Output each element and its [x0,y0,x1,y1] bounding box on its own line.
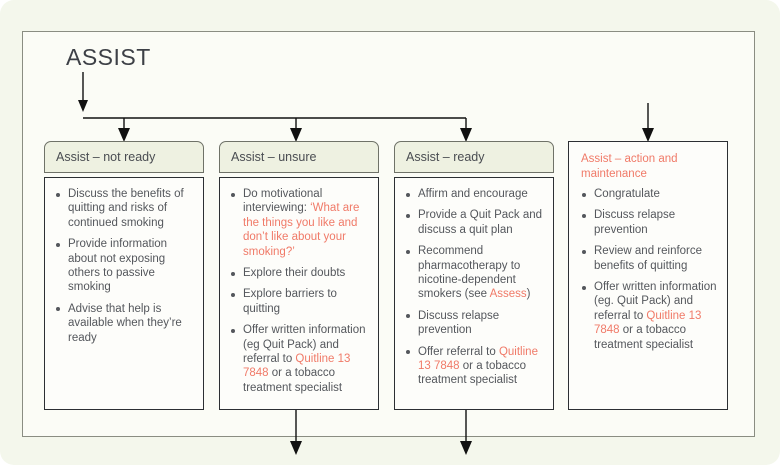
list-item: Recommend pharmacotherapy to nicotine-de… [399,244,543,302]
list-item: Advise that help is available when they’… [49,302,193,345]
column-body-not-ready: Discuss the benefits of quitting and ris… [44,177,204,410]
column-header-ready: Assist – ready [394,141,554,173]
quitline-reference: Quitline 13 7848 [243,353,351,380]
list-item: Provide information about not exposing o… [49,237,193,295]
assess-reference: Assess [489,288,527,301]
column-ready[interactable]: Assist – ready Affirm and encourage Prov… [394,141,554,410]
column-action-maintenance[interactable]: Assist – action and maintenance Congratu… [568,141,728,410]
list-item: Discuss relapse prevention [575,208,717,237]
highlight-text: ‘What are the things you like and don’t … [243,202,360,258]
column-not-ready[interactable]: Assist – not ready Discuss the benefits … [44,141,204,410]
list-item: Affirm and encourage [399,187,543,201]
page-title: ASSIST [66,44,151,70]
bullet-list-action-maintenance: Congratulate Discuss relapse prevention … [575,187,717,352]
bullet-list-ready: Affirm and encourage Provide a Quit Pack… [399,187,543,388]
quitline-reference: Quitline 13 7848 [594,309,702,337]
list-item: Offer referral to Quitline 13 7848 or a … [399,345,543,388]
quitline-reference: Quitline 13 7848 [418,345,538,373]
list-item: Review and reinforce benefits of quittin… [575,244,717,273]
list-item: Do motivational interviewing: ‘What are … [224,187,368,259]
column-body-action-maintenance: Assist – action and maintenance Congratu… [568,141,728,410]
column-header-unsure: Assist – unsure [219,141,379,173]
column-body-ready: Affirm and encourage Provide a Quit Pack… [394,177,554,410]
arrowhead-bottom-1 [290,441,302,455]
list-item: Explore barriers to quitting [224,287,368,316]
list-item: Offer written information (eg Quit Pack)… [224,323,368,395]
arrowhead-bottom-2 [460,441,472,455]
list-item: Discuss the benefits of quitting and ris… [49,187,193,230]
column-header-not-ready: Assist – not ready [44,141,204,173]
bullet-list-not-ready: Discuss the benefits of quitting and ris… [49,187,193,345]
list-item: Offer written information (eg. Quit Pack… [575,280,717,352]
list-item: Explore their doubts [224,266,368,280]
list-item: Provide a Quit Pack and discuss a quit p… [399,208,543,237]
bullet-list-unsure: Do motivational interviewing: ‘What are … [224,187,368,395]
column-body-unsure: Do motivational interviewing: ‘What are … [219,177,379,410]
column-header-action-maintenance: Assist – action and maintenance [581,153,678,180]
column-unsure[interactable]: Assist – unsure Do motivational intervie… [219,141,379,410]
list-item: Congratulate [575,187,717,201]
list-item: Discuss relapse prevention [399,309,543,338]
